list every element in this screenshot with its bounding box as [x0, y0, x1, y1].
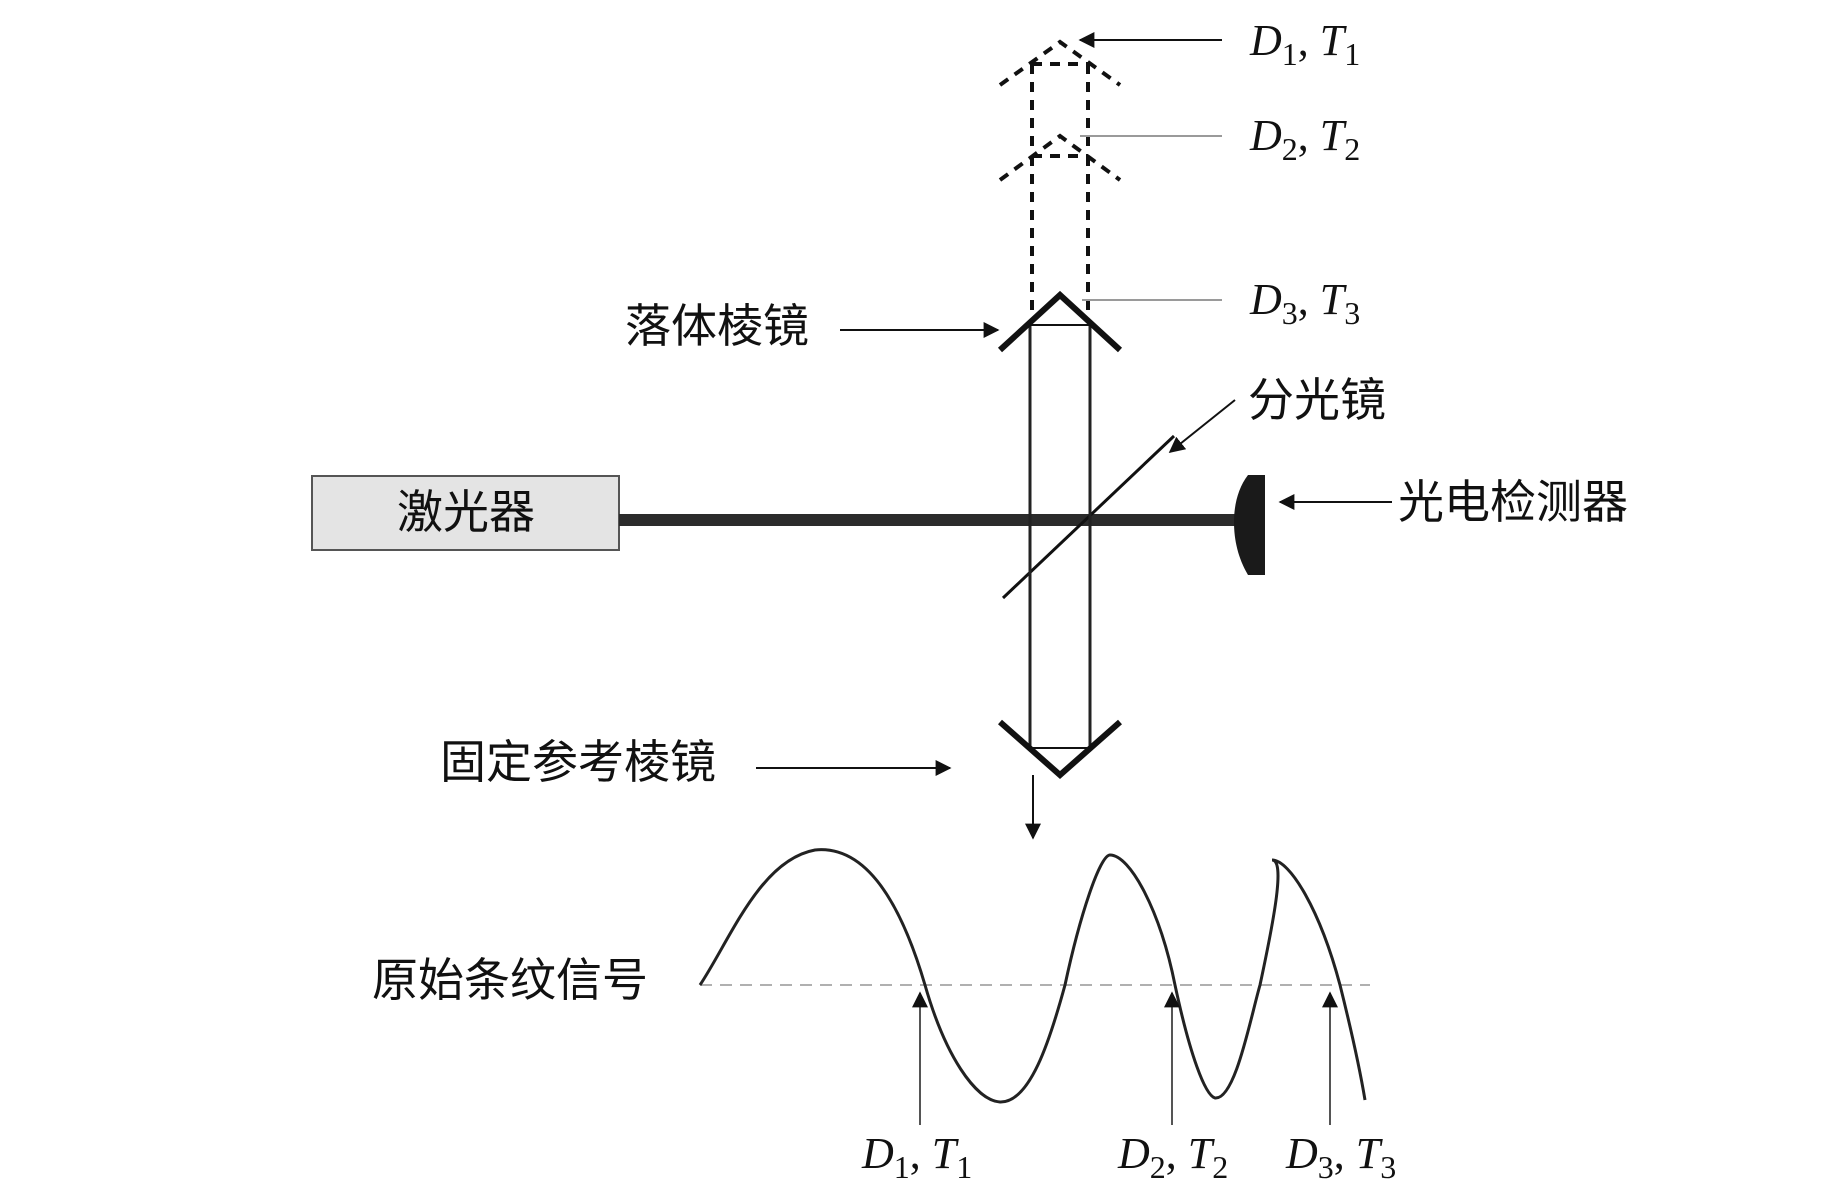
fringe-signal-label: 原始条纹信号 [372, 953, 648, 1007]
position-label-top-3: D3, T3 [1249, 275, 1360, 331]
prism-ghost-upper [998, 39, 1122, 148]
laser-box [311, 475, 620, 551]
prism-ghost-middle [998, 133, 1122, 310]
photodetector-label: 光电检测器 [1398, 475, 1628, 529]
beam-splitter-pointer [1168, 399, 1236, 453]
photodetector-icon [1234, 475, 1265, 575]
position-label-bottom-2: D2, T2 [1117, 1129, 1228, 1181]
laser-label: 激光器 [397, 485, 535, 539]
position-label-top-2: D2, T2 [1249, 111, 1360, 167]
falling-prism-label: 落体棱镜 [625, 299, 809, 353]
position-label-bottom-1: D1, T1 [861, 1129, 972, 1181]
position-label-top-1: D1, T1 [1249, 16, 1360, 72]
falling-prism [997, 290, 1123, 353]
beam-splitter-label: 分光镜 [1248, 373, 1386, 427]
reference-prism [998, 719, 1122, 780]
reference-prism-label: 固定参考棱镜 [440, 735, 716, 789]
fringe-signal-wave [698, 848, 1367, 1104]
position-label-bottom-3: D3, T3 [1285, 1129, 1396, 1181]
